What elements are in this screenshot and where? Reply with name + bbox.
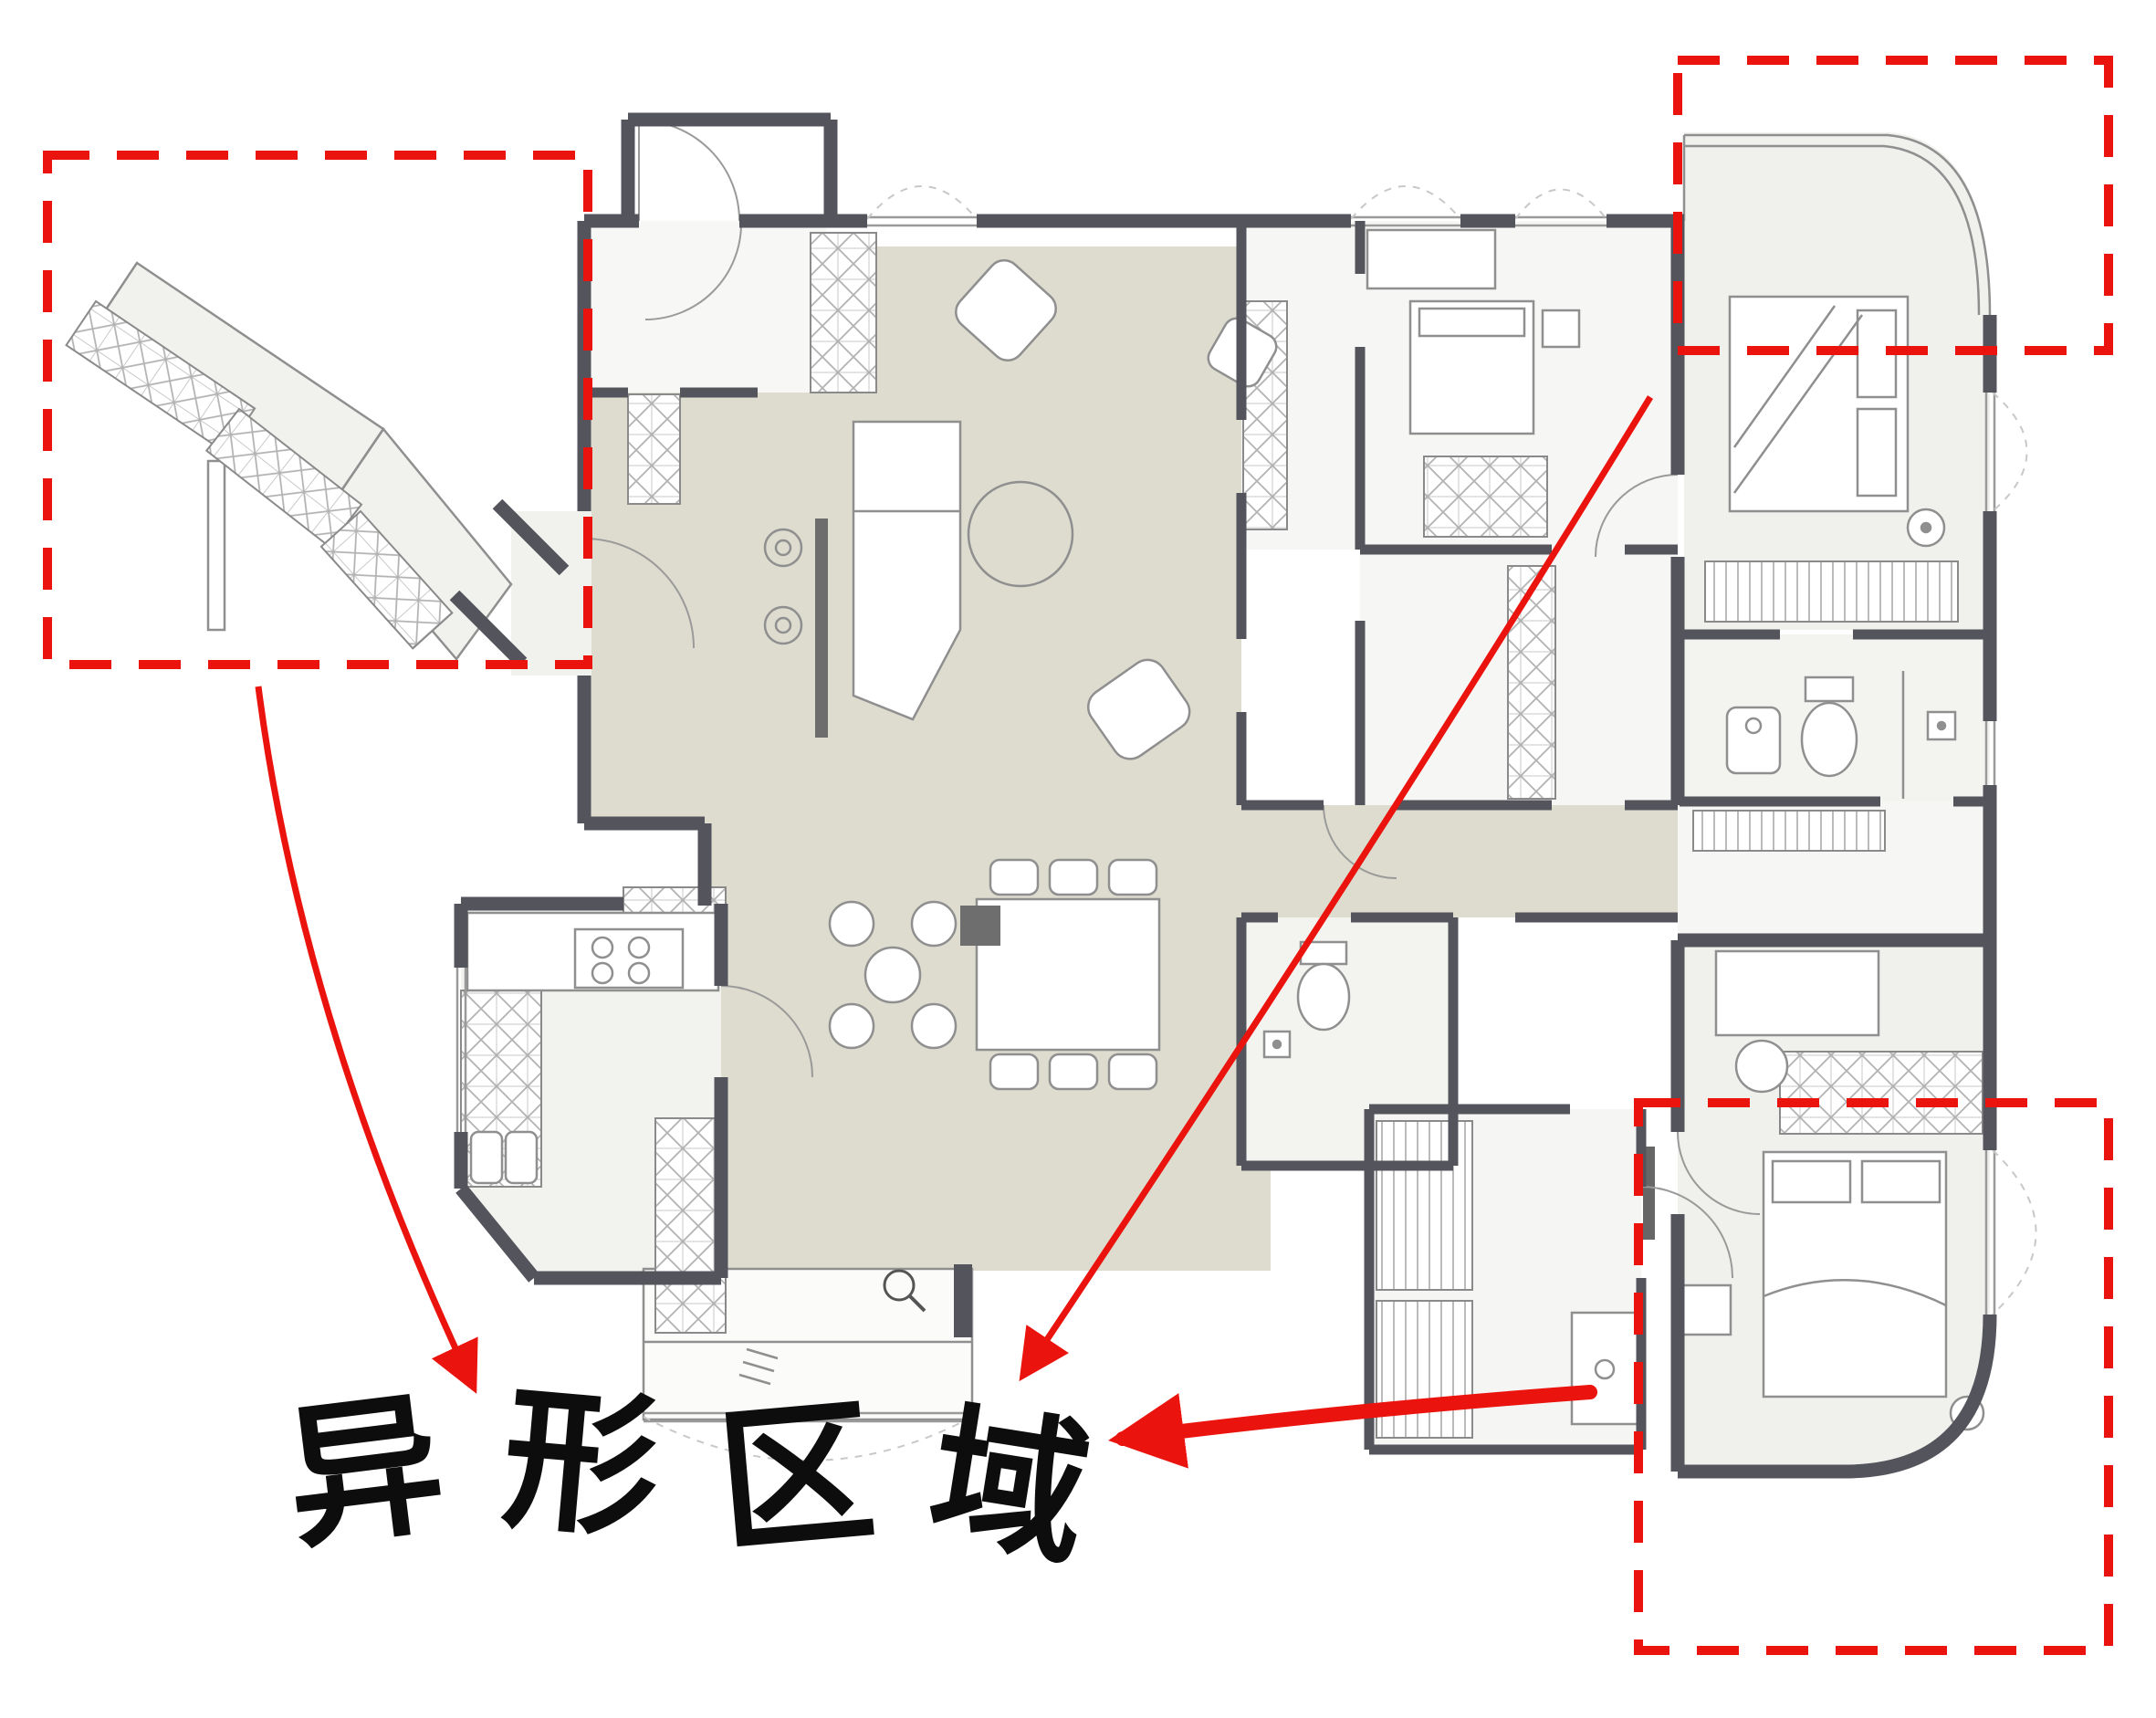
dining-set	[828, 858, 1161, 1091]
bedroom-bottom-right	[1678, 949, 1985, 1431]
highlight-box-top-right	[1673, 56, 2113, 355]
arrow-thick-from-right	[1108, 1385, 1597, 1469]
caption-char-1: 异	[277, 1373, 454, 1572]
bathroom-right	[1725, 671, 1957, 799]
highlight-box-bottom-right	[1634, 1098, 2113, 1655]
arrow-from-top-right-box	[1019, 395, 1653, 1382]
highlight-box-top-left	[43, 151, 592, 669]
bathroom-center	[1262, 940, 1351, 1059]
living-room-furniture	[763, 259, 1278, 760]
structure-outlines	[80, 133, 1992, 1421]
windows	[455, 215, 1996, 1423]
caption-char-2: 形	[496, 1367, 667, 1563]
caption-char-4: 域	[918, 1385, 1100, 1588]
caption-char-3: 区	[711, 1380, 882, 1576]
kitchen	[466, 911, 720, 1185]
laundry-balcony	[883, 1269, 926, 1313]
bedroom-top-right	[1728, 295, 1946, 548]
highlight-annotations	[43, 56, 2113, 1655]
bedroom-top-center	[1366, 228, 1581, 435]
door-arcs	[583, 120, 1761, 1279]
caption-irregular-area: 异 形 区 域	[277, 1368, 1100, 1588]
arrow-from-top-left-box	[255, 686, 478, 1394]
